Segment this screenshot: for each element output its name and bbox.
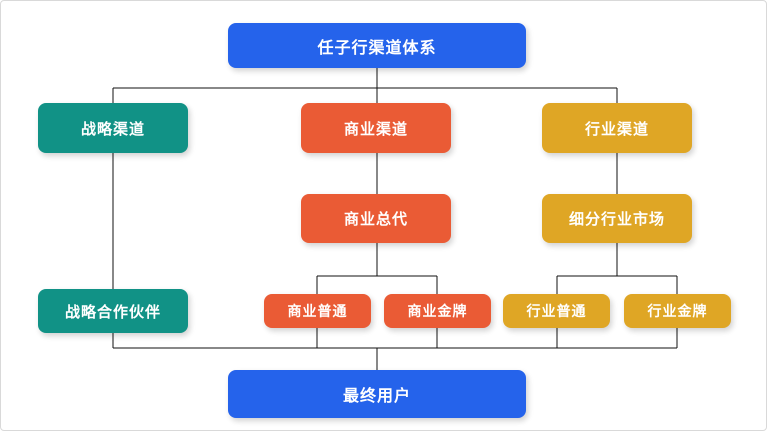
node-strategic-partner: 战略合作伙伴 xyxy=(38,289,188,333)
node-end-user: 最终用户 xyxy=(228,370,526,418)
node-industry-standard: 行业普通 xyxy=(503,294,610,328)
node-commercial-gold: 商业金牌 xyxy=(384,294,491,328)
node-strategic-channel: 战略渠道 xyxy=(38,103,188,153)
node-commercial-general-agent: 商业总代 xyxy=(301,194,451,243)
node-root-title: 任子行渠道体系 xyxy=(228,23,526,68)
node-industry-segment-market: 细分行业市场 xyxy=(542,194,692,243)
node-industry-gold: 行业金牌 xyxy=(624,294,731,328)
node-commercial-channel: 商业渠道 xyxy=(301,103,451,153)
node-commercial-standard: 商业普通 xyxy=(264,294,371,328)
node-industry-channel: 行业渠道 xyxy=(542,103,692,153)
